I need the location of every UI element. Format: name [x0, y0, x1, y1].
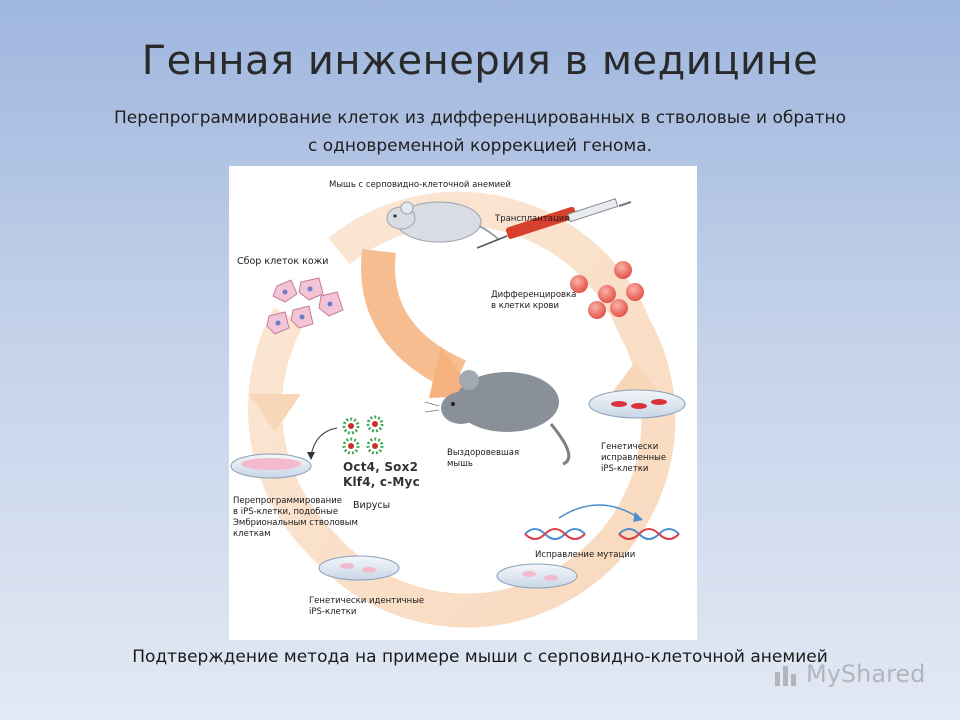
label-viruses: Вирусы	[353, 500, 391, 511]
slide-subtitle: Перепрограммирование клеток из дифференц…	[40, 104, 920, 160]
subtitle-line-1: Перепрограммирование клеток из дифференц…	[113, 108, 847, 128]
ring-arrowhead-right	[611, 362, 659, 394]
dna-correction-icon	[524, 504, 680, 540]
identical-dish-icon	[318, 555, 400, 581]
watermark: MyShared	[772, 660, 926, 690]
label-reprog-line-1: Перепрограммирование	[233, 496, 342, 506]
label-corrected-ips: Генетически исправленные iPS-клетки	[601, 442, 666, 475]
syringe-icon	[476, 198, 632, 249]
label-differentiation: Дифференцировка в клетки крови	[491, 290, 576, 312]
sick-mouse-icon	[386, 201, 500, 243]
subtitle-line-2: с одновременной коррекцией генома.	[307, 136, 653, 156]
label-transplant: Трансплантация	[495, 214, 570, 224]
label-identical-line-1: Генетически идентичные	[309, 596, 425, 606]
diagram-graphics	[230, 191, 686, 628]
ring-arrowhead-left	[249, 394, 301, 432]
skin-cells-icon	[266, 277, 344, 335]
label-differentiation-line-1: Дифференцировка	[491, 290, 577, 300]
ips-cycle-diagram: Мышь с серповидно-клеточной анемией Тран…	[229, 166, 697, 640]
label-corrected-line-1: Генетически	[601, 442, 659, 452]
label-identical-line-2: iPS-клетки	[309, 607, 357, 617]
slide-title: Генная инженерия в медицине	[141, 38, 819, 84]
label-factors-line-1: Oct4, Sox2	[343, 460, 419, 474]
corrected-dish-icon	[588, 389, 686, 419]
label-corrected-line-2: исправленные	[601, 453, 667, 463]
label-differentiation-line-2: в клетки крови	[491, 301, 560, 311]
label-factors-line-2: Klf4, c-Myc	[343, 475, 420, 489]
label-reprog-line-4: клеткам	[233, 529, 271, 539]
label-recovered-line-2: мышь	[447, 459, 473, 469]
label-identical-ips: Генетически идентичные iPS-клетки	[309, 596, 424, 618]
label-mutation-fix: Исправление мутации	[535, 550, 636, 560]
watermark-logo-icon	[775, 666, 796, 686]
label-factors: Oct4, Sox2 Klf4, c-Myc	[343, 460, 420, 490]
label-reprog-line-2: в iPS-клетки, подобные	[233, 507, 339, 517]
label-corrected-line-3: iPS-клетки	[601, 464, 649, 474]
label-reprog-line-3: Эмбриональным стволовым	[233, 518, 358, 528]
slide-caption: Подтверждение метода на примере мыши с с…	[132, 647, 828, 667]
watermark-text: MyShared	[806, 660, 926, 688]
label-sick-mouse: Мышь с серповидно-клеточной анемией	[329, 180, 511, 190]
label-recovered-mouse: Выздоровевшая мышь	[447, 448, 519, 470]
recovered-mouse-icon	[424, 370, 571, 466]
label-reprogramming: Перепрограммирование в iPS-клетки, подоб…	[233, 496, 358, 540]
reprogramming-dish-icon	[230, 453, 312, 479]
label-skin-cells: Сбор клеток кожи	[237, 256, 329, 267]
mutation-dish-icon	[496, 563, 578, 589]
blood-cells-icon	[570, 261, 644, 319]
label-recovered-line-1: Выздоровевшая	[447, 448, 520, 458]
virus-particles-icon	[307, 415, 384, 460]
